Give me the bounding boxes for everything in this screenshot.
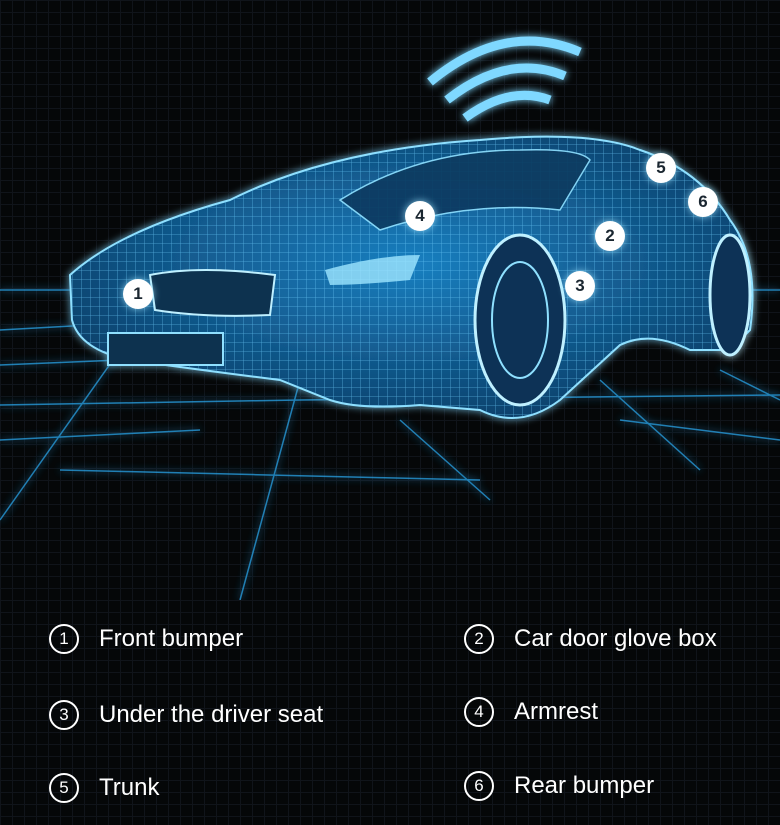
legend-label: Car door glove box xyxy=(514,625,717,652)
marker-3: 3 xyxy=(565,271,595,301)
marker-2: 2 xyxy=(595,221,625,251)
windshield xyxy=(338,148,591,231)
legend-number: 5 xyxy=(49,773,79,803)
grille xyxy=(148,269,277,317)
wifi-signal-icon xyxy=(427,36,582,122)
legend-item-front-bumper: 1 Front bumper xyxy=(49,624,243,654)
legend-number: 3 xyxy=(49,700,79,730)
legend-item-under-driver-seat: 3 Under the driver seat xyxy=(49,700,323,730)
legend-number: 6 xyxy=(464,771,494,801)
legend-label: Under the driver seat xyxy=(99,701,324,728)
legend-item-rear-bumper: 6 Rear bumper xyxy=(464,771,654,801)
marker-4: 4 xyxy=(405,201,435,231)
marker-1: 1 xyxy=(123,279,153,309)
legend-label: Trunk xyxy=(99,774,160,801)
legend-number: 2 xyxy=(464,624,494,654)
legend-number: 1 xyxy=(49,624,79,654)
legend-item-car-door-glove-box: 2 Car door glove box xyxy=(464,624,717,654)
legend-label: Armrest xyxy=(514,698,598,725)
headlight xyxy=(325,255,420,285)
car-wireframe-illustration xyxy=(0,36,780,600)
legend-number: 4 xyxy=(464,697,494,727)
legend-label: Rear bumper xyxy=(514,772,655,799)
legend-label: Front bumper xyxy=(99,625,244,652)
marker-6: 6 xyxy=(688,187,718,217)
marker-5: 5 xyxy=(646,153,676,183)
legend-item-armrest: 4 Armrest xyxy=(464,697,598,727)
rear-wheel xyxy=(708,233,752,357)
legend-item-trunk: 5 Trunk xyxy=(49,773,159,803)
front-intake xyxy=(107,332,224,366)
front-wheel xyxy=(473,233,567,407)
